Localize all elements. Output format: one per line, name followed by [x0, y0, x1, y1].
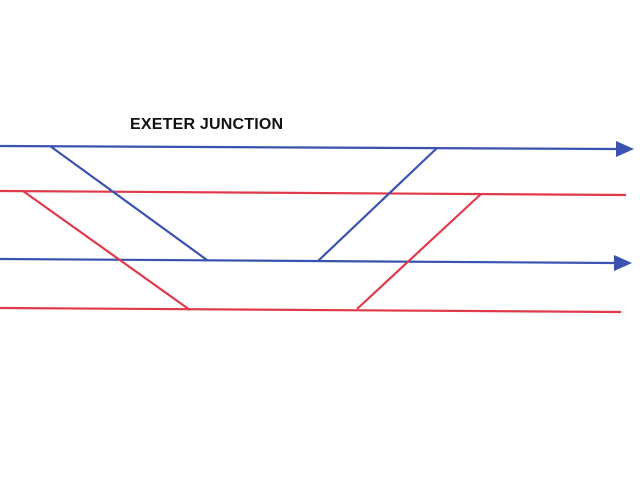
blue-crossover-right: [317, 147, 438, 262]
red-main-track-upper: [0, 189, 627, 197]
red-main-track-lower: [0, 306, 622, 314]
blue-crossover-left: [49, 145, 208, 261]
arrow-head-lower: [614, 255, 632, 271]
arrow-head-upper: [616, 141, 634, 157]
red-crossover-left: [22, 190, 191, 311]
blue-main-track-lower: [0, 257, 615, 265]
blue-main-track-upper: [0, 144, 617, 151]
diagram-title: EXETER JUNCTION: [130, 116, 284, 133]
red-crossover-right: [356, 193, 482, 310]
